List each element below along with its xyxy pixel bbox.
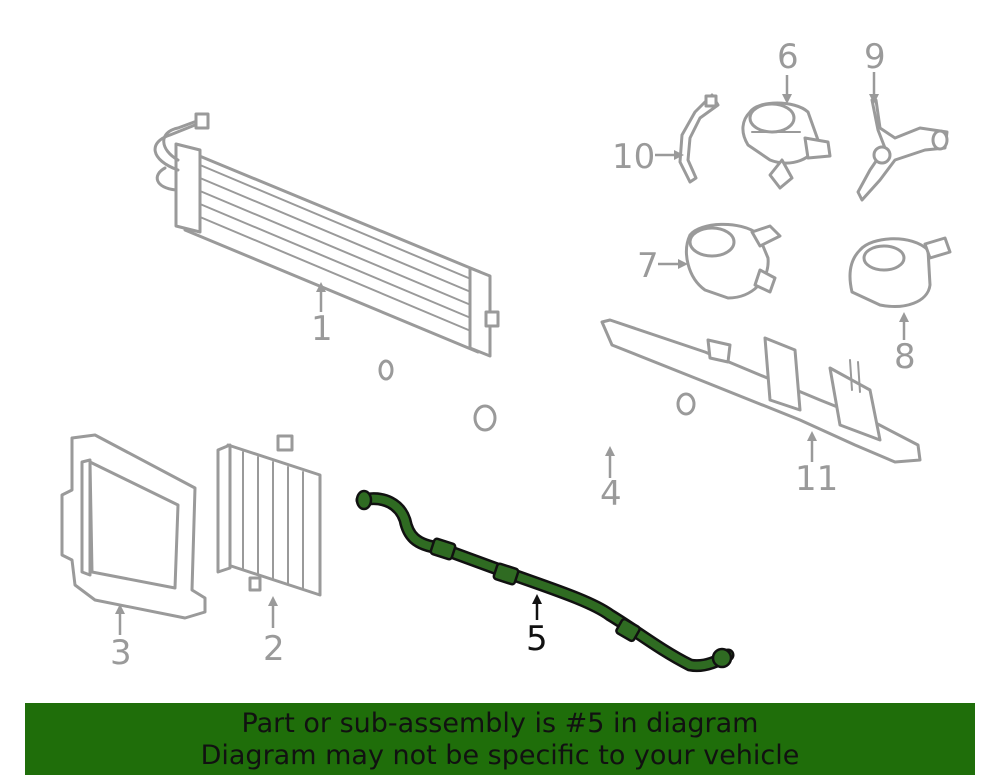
part-6-pump[interactable] [741,101,832,190]
callout-2[interactable]: 2 [263,629,285,669]
banner-line-1: Part or sub-assembly is #5 in diagram [241,708,759,739]
part-5-hose-highlighted[interactable] [355,489,735,673]
callout-7[interactable]: 7 [637,246,659,286]
callout-4[interactable]: 4 [600,474,622,514]
part-2-small-radiator[interactable] [216,434,322,597]
info-banner: Part or sub-assembly is #5 in diagram Di… [25,703,975,775]
callout-5[interactable]: 5 [526,619,548,659]
callout-9[interactable]: 9 [864,37,886,77]
callout-10[interactable]: 10 [612,137,655,177]
parts-diagram: 1 6 9 10 7 8 4 11 3 2 5 [60,37,952,673]
part-7-pump[interactable] [685,222,782,300]
callout-1[interactable]: 1 [311,309,333,349]
part-11-carrier[interactable] [600,318,922,464]
callout-3[interactable]: 3 [110,633,132,673]
callout-8[interactable]: 8 [894,337,916,377]
part-10-bracket[interactable] [678,93,720,184]
part-1-radiator[interactable] [153,112,500,358]
banner-line-2: Diagram may not be specific to your vehi… [200,740,800,771]
part-9-bracket[interactable] [856,98,949,202]
part-4-hose[interactable] [378,359,696,528]
part-3-frame[interactable] [60,433,207,620]
leader-lines [115,72,909,635]
part-8-pump[interactable] [848,236,952,308]
callouts: 1 6 9 10 7 8 4 11 3 2 5 [110,37,916,673]
callout-6[interactable]: 6 [777,37,799,77]
callout-11[interactable]: 11 [795,459,838,499]
